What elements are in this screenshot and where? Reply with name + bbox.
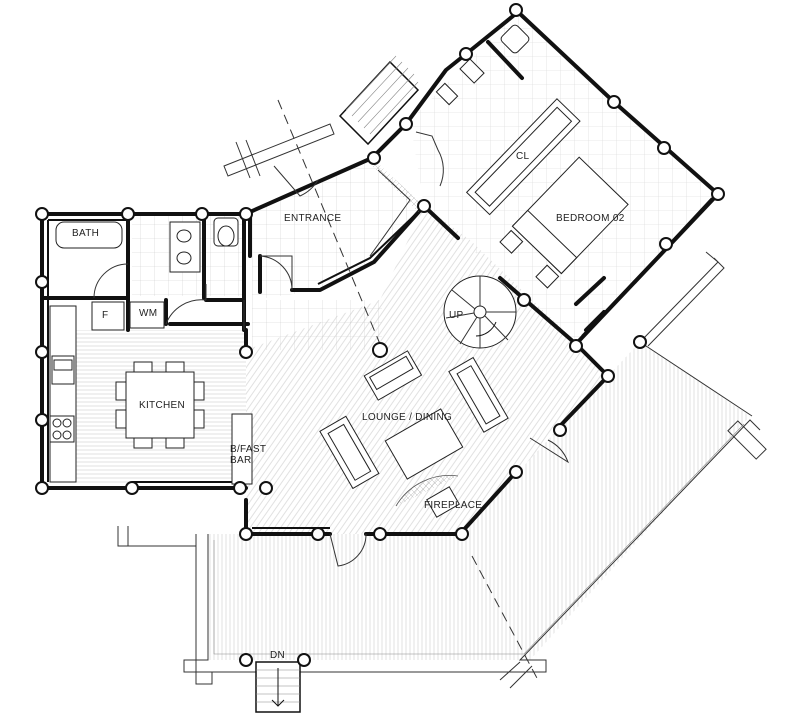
deck-corner: [499, 661, 533, 689]
entrance-wall-hatch: [372, 158, 424, 212]
kitchen-label: KITCHEN: [139, 400, 185, 411]
bath-fixtures: [55, 24, 530, 273]
closet-label: CL: [516, 151, 530, 162]
guide-line-1: [277, 99, 381, 345]
fridge-label: F: [102, 310, 109, 321]
stair-down: [255, 661, 301, 713]
entrance-label: ENTRANCE: [284, 213, 342, 224]
bath-label: BATH: [72, 228, 100, 239]
deck-outline: [183, 341, 761, 673]
fireplace-label: FIREPLACE: [424, 500, 483, 511]
deck-rail-inner: [213, 423, 745, 655]
stair-down-label: DN: [270, 650, 286, 661]
columns: [35, 3, 725, 667]
bedroom-label: BEDROOM 02: [556, 213, 625, 224]
guide-line-2: [471, 555, 539, 681]
deck-step-left: [117, 526, 196, 547]
bedroom-furniture: [465, 98, 629, 289]
spiral-stair: [443, 275, 517, 349]
lounge-dining-label: LOUNGE / DINING: [362, 412, 453, 423]
deck-post-right: [727, 420, 767, 460]
stair-up-label: UP: [449, 310, 464, 321]
washing-machine-label: WM: [139, 308, 158, 319]
deck-rail-right-inner: [647, 257, 725, 347]
entrance-inner: [369, 169, 411, 257]
breakfast-bar-label: B/FAST BAR: [230, 444, 267, 466]
kitchen-fixtures: [49, 301, 253, 485]
deck-floor: [208, 342, 750, 660]
entrance-stair: [223, 55, 420, 179]
doors: [93, 131, 569, 567]
entrance-tile: [252, 160, 424, 300]
deck-post-left: [195, 534, 213, 685]
lounge-furniture: [319, 350, 509, 518]
